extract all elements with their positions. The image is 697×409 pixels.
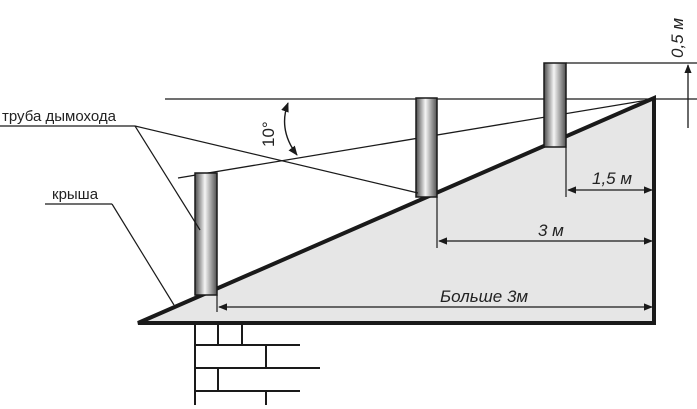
chimney-pipe-mid bbox=[415, 97, 438, 198]
chimney-pipe-label: труба дымохода bbox=[2, 108, 117, 125]
chimney-pipe-far bbox=[194, 172, 218, 296]
angle-arc bbox=[281, 102, 298, 156]
roof-label-leader bbox=[45, 203, 175, 306]
chimney-pipe-near bbox=[543, 62, 567, 148]
roof-label: крыша bbox=[52, 186, 99, 203]
brick-wall bbox=[194, 323, 320, 405]
height-dimension-label: 0,5 м bbox=[668, 18, 687, 58]
roof-slope bbox=[137, 94, 656, 325]
dimension-far-label: Больше 3м bbox=[440, 287, 528, 306]
angle-label: 10° bbox=[259, 121, 278, 147]
dimension-near-label: 1,5 м bbox=[592, 169, 632, 188]
dimension-mid-label: 3 м bbox=[538, 221, 564, 240]
chimney-label-leaders bbox=[0, 125, 419, 231]
